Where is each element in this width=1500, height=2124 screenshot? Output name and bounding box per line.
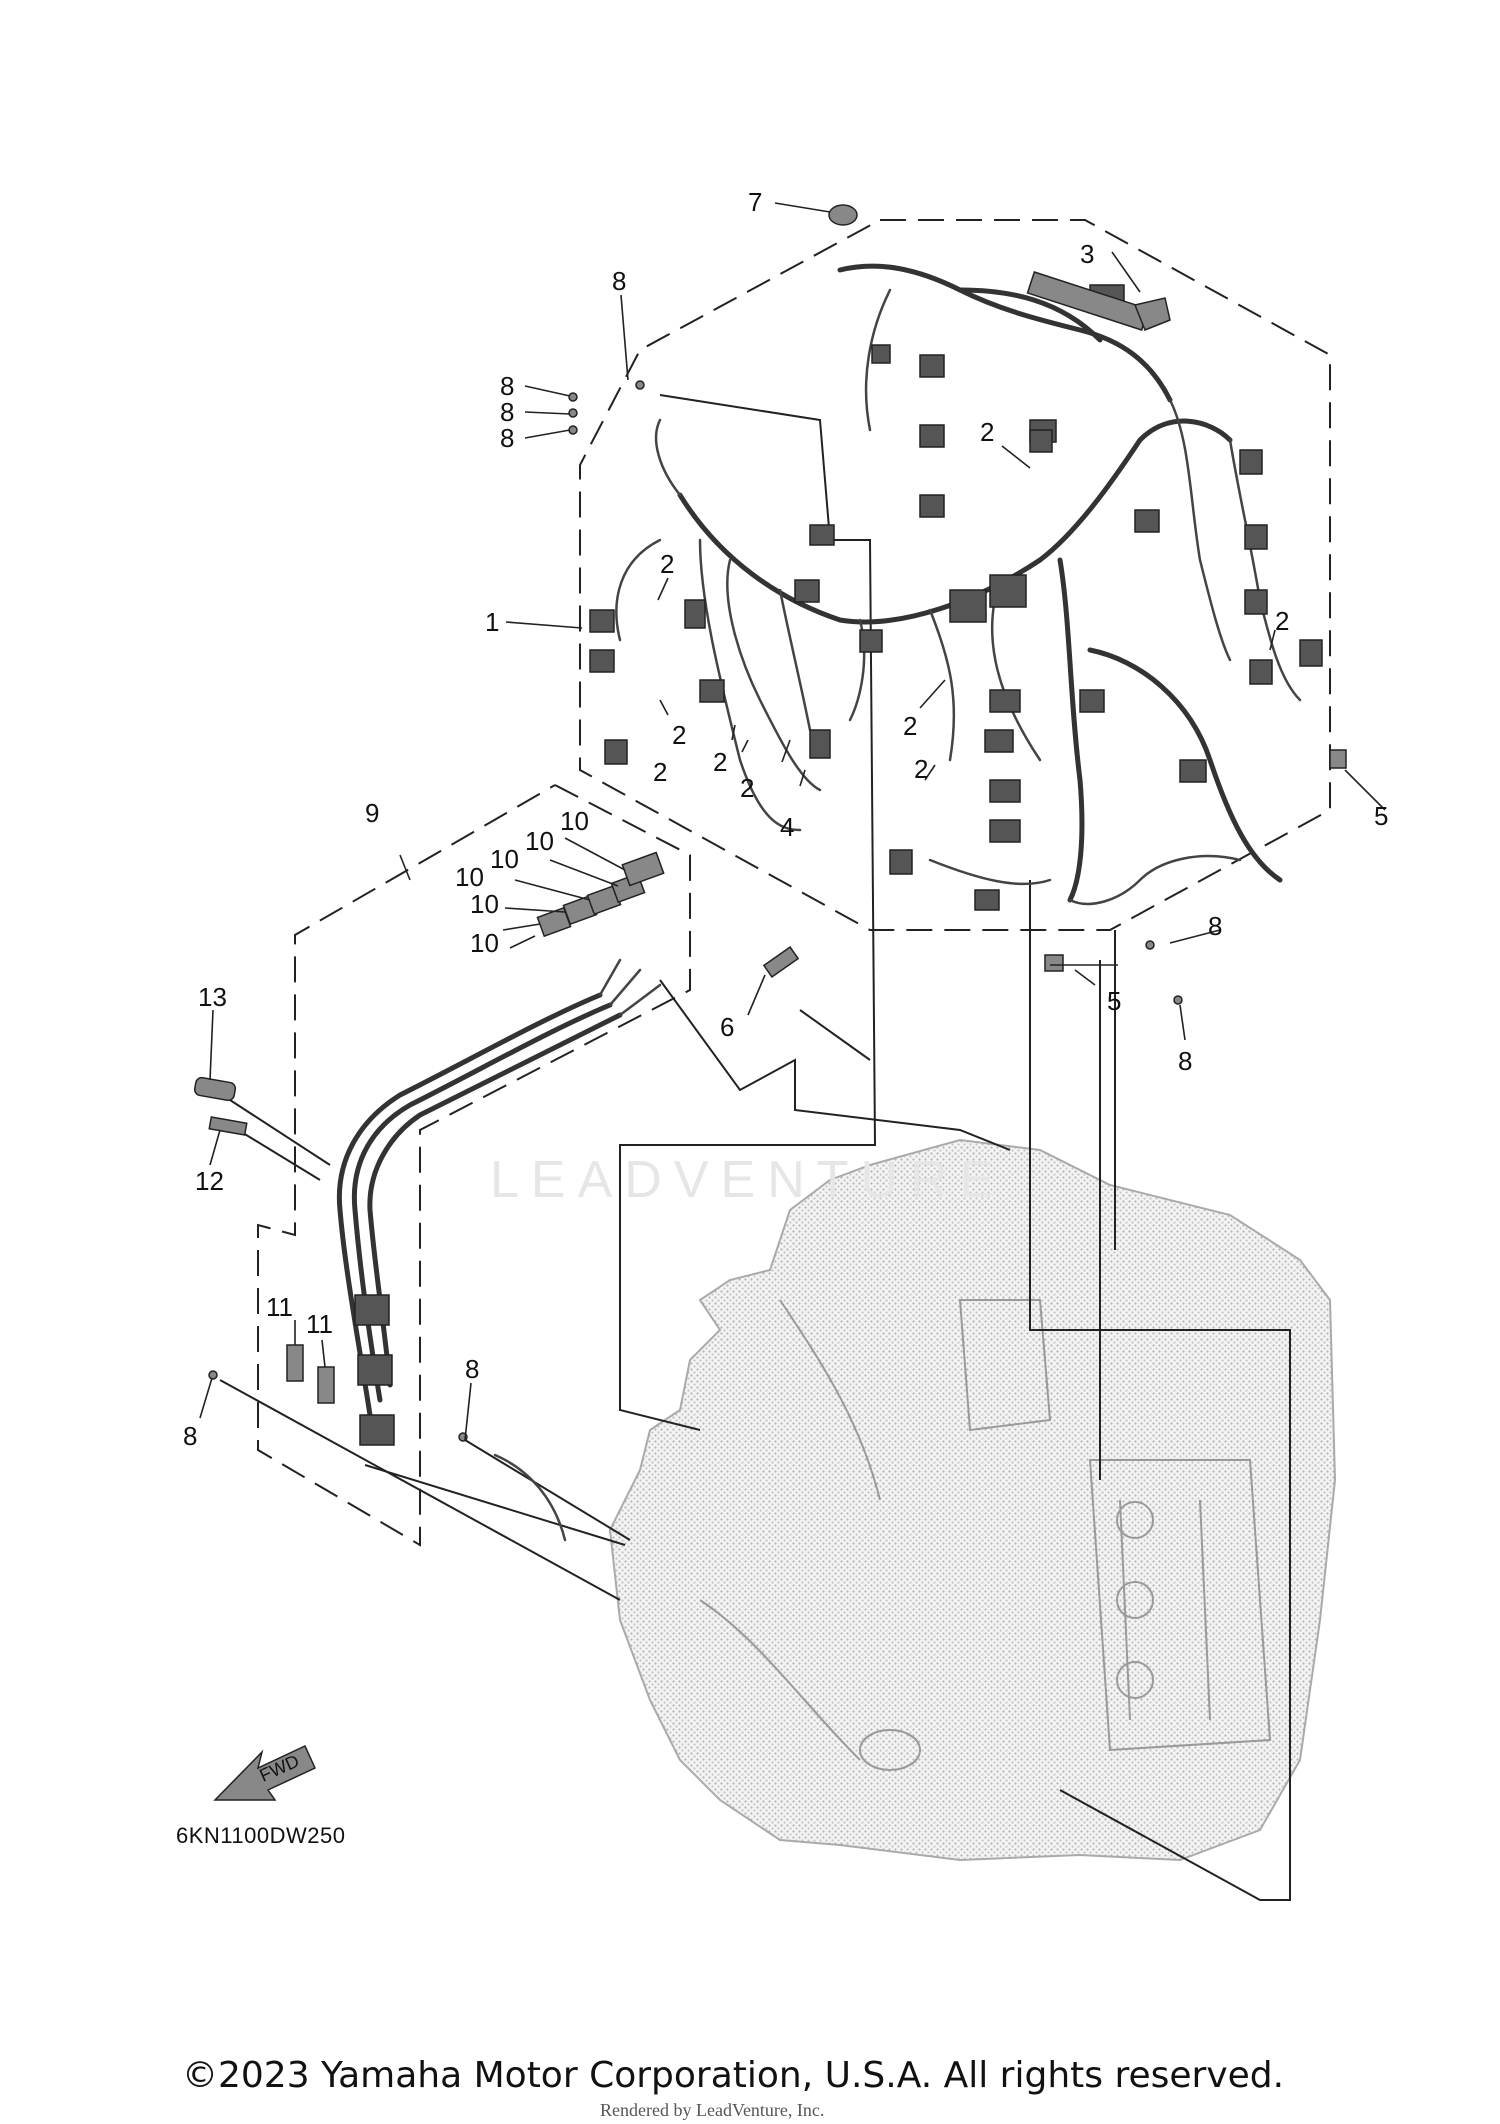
callout-8-f: 8 <box>183 1421 197 1451</box>
callout-13: 13 <box>198 982 227 1012</box>
callout-8-top: 8 <box>612 266 626 296</box>
callout-2-d: 2 <box>672 720 686 750</box>
harness-assembly-boundary <box>579 219 1331 931</box>
callout-numbers: 7 3 8 8 8 8 1 2 2 2 2 2 2 2 2 2 4 5 5 8 … <box>183 187 1388 1451</box>
callout-11-a: 11 <box>266 1292 293 1322</box>
callout-2-c: 2 <box>1275 606 1289 636</box>
callout-10-a: 10 <box>560 806 589 836</box>
callout-8-b: 8 <box>500 397 514 427</box>
callout-8-g: 8 <box>465 1354 479 1384</box>
harness-connectors <box>589 271 1323 911</box>
callout-2-f: 2 <box>713 747 727 777</box>
reference-lines <box>219 394 1291 1901</box>
callout-1: 1 <box>485 607 499 637</box>
callout-6: 6 <box>720 1012 734 1042</box>
callout-10-e: 10 <box>470 889 499 919</box>
callout-2-a: 2 <box>660 549 674 579</box>
callout-10-f: 10 <box>470 928 499 958</box>
callout-9: 9 <box>365 798 379 828</box>
main-wire-harness <box>615 263 1302 906</box>
callout-2-b: 2 <box>980 417 994 447</box>
watermark-text: LEADVENTURE <box>490 1151 1007 1209</box>
callout-11-b: 11 <box>306 1309 333 1339</box>
fwd-arrow: FWD <box>213 1744 316 1801</box>
callout-5-a: 5 <box>1374 801 1388 831</box>
callout-2-h: 2 <box>903 711 917 741</box>
callout-7: 7 <box>748 187 762 217</box>
callout-leaders <box>199 202 1386 1441</box>
callout-5-b: 5 <box>1107 986 1121 1016</box>
callout-8-a: 8 <box>500 371 514 401</box>
ignition-harness-boundary <box>257 784 691 1547</box>
callout-4: 4 <box>780 812 794 842</box>
callout-8-d: 8 <box>1208 911 1222 941</box>
copyright-notice: ©2023 Yamaha Motor Corporation, U.S.A. A… <box>182 2055 1285 2096</box>
rendered-by-notice: Rendered by LeadVenture, Inc. <box>600 2100 825 2120</box>
ignition-coil-harness <box>336 851 665 1446</box>
callout-3: 3 <box>1080 239 1094 269</box>
callout-2-i: 2 <box>914 754 928 784</box>
callout-2-g: 2 <box>740 773 754 803</box>
callout-8-e: 8 <box>1178 1046 1192 1076</box>
callout-10-b: 10 <box>525 826 554 856</box>
callout-2-e: 2 <box>653 757 667 787</box>
diagram-code: 6KN1100DW250 <box>176 1823 346 1848</box>
callout-8-c: 8 <box>500 423 514 453</box>
callout-10-d: 10 <box>455 862 484 892</box>
engine-block <box>608 1138 1337 1862</box>
callout-10-c: 10 <box>490 844 519 874</box>
callout-12: 12 <box>195 1166 224 1196</box>
small-parts <box>193 204 1347 1542</box>
